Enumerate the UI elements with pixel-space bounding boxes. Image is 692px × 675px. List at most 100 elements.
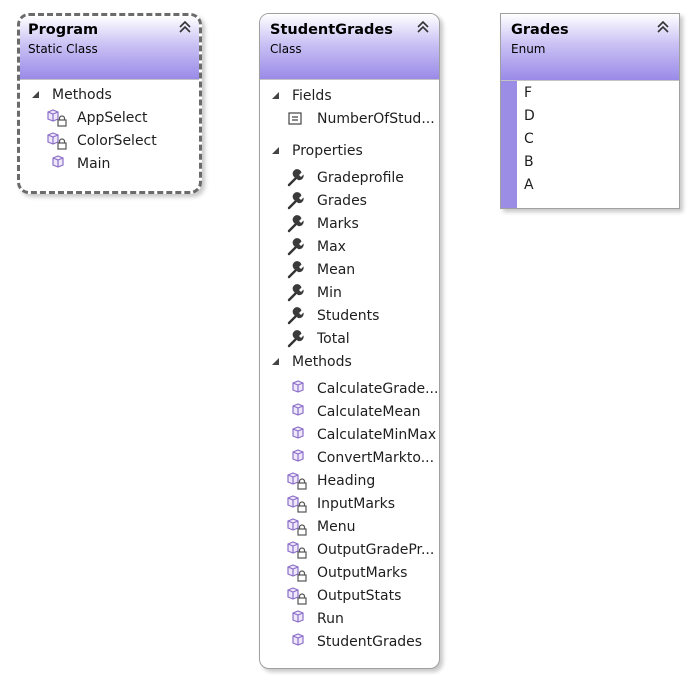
property-item[interactable]: Marks <box>260 212 439 235</box>
method-item[interactable]: OutputMarks <box>260 561 439 584</box>
method-icon <box>46 154 68 173</box>
fields-section[interactable]: Fields <box>260 84 439 107</box>
property-wrench-icon <box>286 329 308 348</box>
method-icon <box>286 379 308 398</box>
program-class-kind: Static Class <box>28 42 98 56</box>
property-wrench-icon <box>286 306 308 325</box>
method-label: CalculateGrade... <box>317 380 439 397</box>
property-wrench-icon <box>286 283 308 302</box>
method-item[interactable]: CalculateMean <box>260 400 439 423</box>
property-label: Max <box>317 238 346 255</box>
property-wrench-icon <box>286 191 308 210</box>
property-wrench-icon <box>286 214 308 233</box>
method-label: ConvertMarkto... <box>317 449 435 466</box>
enum-value[interactable]: A <box>524 176 534 193</box>
private-method-icon <box>46 108 68 127</box>
expanded-triangle-icon[interactable] <box>271 146 280 155</box>
program-methods-section[interactable]: Methods <box>20 83 199 106</box>
enum-value[interactable]: F <box>524 84 533 101</box>
method-label: CalculateMinMax <box>317 426 437 443</box>
property-label: Total <box>317 330 350 347</box>
method-item[interactable]: OutputStats <box>260 584 439 607</box>
method-icon <box>286 402 308 421</box>
property-item[interactable]: Min <box>260 281 439 304</box>
property-item[interactable]: Gradeprofile <box>260 166 439 189</box>
field-label: NumberOfStud... <box>317 110 435 127</box>
property-wrench-icon <box>286 237 308 256</box>
student-grades-class-header[interactable]: StudentGrades Class <box>260 14 439 80</box>
enum-value[interactable]: B <box>524 153 534 170</box>
method-label: InputMarks <box>317 495 396 512</box>
section-label: Methods <box>292 353 352 370</box>
method-label: CalculateMean <box>317 403 421 420</box>
program-method-label: AppSelect <box>77 109 148 126</box>
method-item[interactable]: OutputGradePr... <box>260 538 439 561</box>
method-item[interactable]: Menu <box>260 515 439 538</box>
enum-value[interactable]: C <box>524 130 534 147</box>
property-item[interactable]: Grades <box>260 189 439 212</box>
method-icon <box>286 425 308 444</box>
method-item[interactable]: StudentGrades <box>260 630 439 653</box>
method-label: StudentGrades <box>317 633 423 650</box>
collapse-chevron-icon[interactable] <box>656 20 670 34</box>
expanded-triangle-icon[interactable] <box>31 90 40 99</box>
private-method-icon <box>286 586 308 605</box>
expanded-triangle-icon[interactable] <box>271 91 280 100</box>
program-class-title: Program <box>28 22 99 38</box>
method-item[interactable]: ConvertMarkto... <box>260 446 439 469</box>
collapse-chevron-icon[interactable] <box>178 20 192 34</box>
method-label: Heading <box>317 472 376 489</box>
program-method-label: Main <box>77 155 111 172</box>
collapse-chevron-icon[interactable] <box>416 20 430 34</box>
method-item[interactable]: CalculateMinMax <box>260 423 439 446</box>
private-method-icon <box>286 517 308 536</box>
grades-enum-header[interactable]: Grades Enum <box>501 14 679 81</box>
student-grades-class-title: StudentGrades <box>270 22 393 38</box>
student-grades-class-shape[interactable]: StudentGrades Class Fields NumberOfStud.… <box>259 13 440 669</box>
method-label: OutputStats <box>317 587 402 604</box>
program-method-item[interactable]: Main <box>20 152 199 175</box>
property-label: Mean <box>317 261 356 278</box>
property-label: Min <box>317 284 342 301</box>
property-item[interactable]: Max <box>260 235 439 258</box>
property-item[interactable]: Students <box>260 304 439 327</box>
property-label: Marks <box>317 215 359 232</box>
property-item[interactable]: Mean <box>260 258 439 281</box>
private-method-icon <box>286 540 308 559</box>
property-wrench-icon <box>286 168 308 187</box>
properties-section[interactable]: Properties <box>260 139 439 162</box>
method-icon <box>286 609 308 628</box>
section-label: Fields <box>292 87 332 104</box>
private-method-icon <box>46 131 68 150</box>
program-method-item[interactable]: AppSelect <box>20 106 199 129</box>
enum-value[interactable]: D <box>524 107 535 124</box>
method-icon <box>286 448 308 467</box>
method-item[interactable]: Run <box>260 607 439 630</box>
methods-section[interactable]: Methods <box>260 350 439 373</box>
property-label: Grades <box>317 192 367 209</box>
program-class-header[interactable]: Program Static Class <box>20 16 199 80</box>
student-grades-class-kind: Class <box>270 42 302 56</box>
grades-enum-kind: Enum <box>511 42 546 56</box>
property-label: Students <box>317 307 380 324</box>
expanded-triangle-icon[interactable] <box>271 357 280 366</box>
section-label: Methods <box>52 86 112 103</box>
method-label: OutputGradePr... <box>317 541 435 558</box>
program-method-item[interactable]: ColorSelect <box>20 129 199 152</box>
method-label: Menu <box>317 518 356 535</box>
private-method-icon <box>286 494 308 513</box>
field-item[interactable]: NumberOfStud... <box>260 107 439 130</box>
method-item[interactable]: Heading <box>260 469 439 492</box>
grades-enum-title: Grades <box>511 22 569 38</box>
field-icon <box>286 110 308 128</box>
property-wrench-icon <box>286 260 308 279</box>
method-item[interactable]: CalculateGrade... <box>260 377 439 400</box>
property-item[interactable]: Total <box>260 327 439 350</box>
method-label: OutputMarks <box>317 564 408 581</box>
private-method-icon <box>286 563 308 582</box>
property-label: Gradeprofile <box>317 169 404 186</box>
method-item[interactable]: InputMarks <box>260 492 439 515</box>
